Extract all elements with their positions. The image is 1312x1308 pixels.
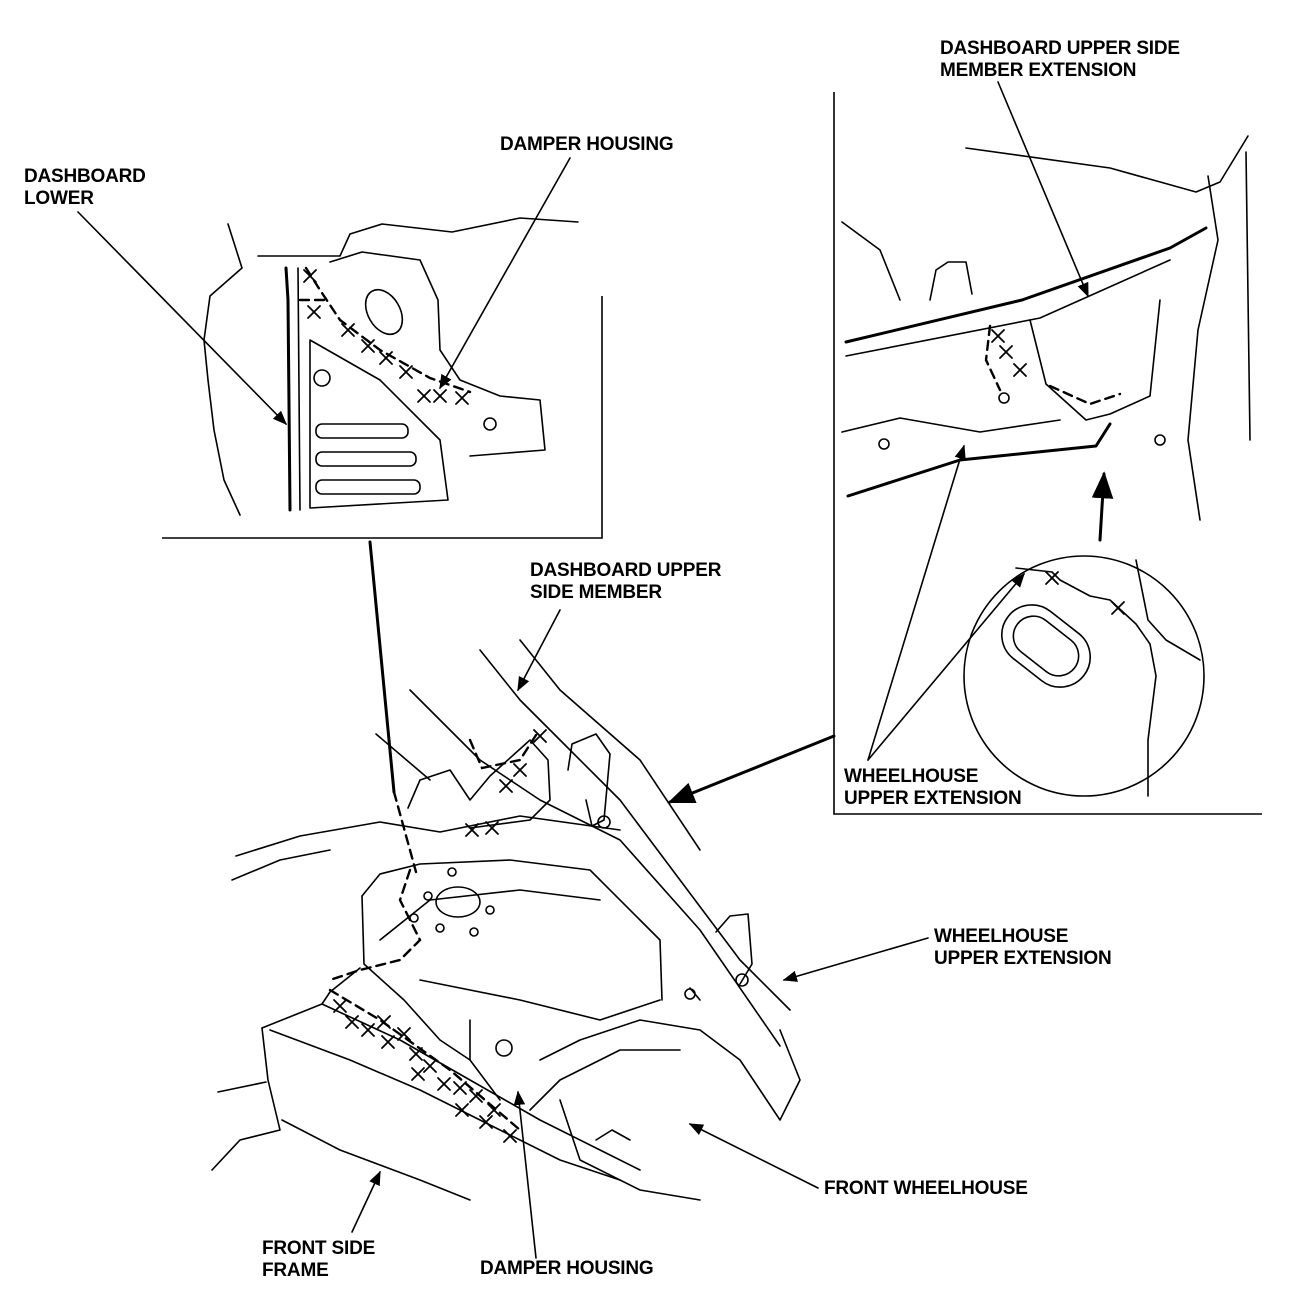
- leader-wheelhouse-upper-extension-inset-b: [867, 572, 1025, 761]
- leader-circle-to-seam: [1091, 471, 1114, 542]
- inset-slot-hole: [364, 288, 404, 336]
- main-upper-weld-marks: [465, 729, 547, 837]
- label-wheelhouse-upper-extension-inset: WHEELHOUSE UPPER EXTENSION: [844, 766, 1022, 809]
- inset-frame-right: [833, 92, 1262, 815]
- leader-wheelhouse-upper-extension-main: [782, 937, 929, 982]
- leader-right-inset-to-main: [667, 734, 836, 804]
- strut-mount-hole: [435, 886, 481, 918]
- leader-wheelhouse-upper-extension-inset-a: [867, 444, 966, 761]
- inset-pillar-line: [284, 266, 292, 512]
- inset-side-member-top: [844, 226, 1208, 344]
- inset-ribbed-panel: [309, 339, 449, 509]
- clip-lower: [715, 913, 753, 985]
- inset-outline: [203, 223, 243, 516]
- front-wheelhouse-arch: [539, 1019, 801, 1121]
- inset-clip: [929, 261, 973, 301]
- leader-dashboard-upper-side-member: [517, 609, 561, 692]
- inset-right-weld-marks: [991, 329, 1027, 377]
- inset-weld-seam: [304, 266, 472, 394]
- inset-weld-marks: [303, 269, 469, 405]
- inset-damper-housing-detail: [77, 157, 603, 539]
- leader-front-wheelhouse: [688, 1123, 819, 1189]
- leader-dashboard-lower: [77, 211, 288, 426]
- main-lower-weld-marks: [333, 999, 517, 1143]
- inset-extension-bracket: [1029, 299, 1161, 421]
- inset-dashboard-upper-side-member-detail: [833, 81, 1262, 815]
- label-damper-housing-bottom: DAMPER HOUSING: [480, 1258, 654, 1279]
- label-front-wheelhouse: FRONT WHEELHOUSE: [824, 1178, 1028, 1199]
- inset-frame-left: [162, 296, 603, 539]
- dashboard-upper-side-member-gusset: [407, 739, 551, 829]
- magnified-slot-hole: [1001, 604, 1091, 688]
- leader-damper-housing-bottom: [513, 1090, 537, 1259]
- label-damper-housing-top: DAMPER HOUSING: [500, 134, 674, 155]
- upper-side-member: [479, 649, 791, 1011]
- label-front-side-frame: FRONT SIDE FRAME: [262, 1238, 376, 1281]
- label-dashboard-upper-side-member: DASHBOARD UPPER SIDE MEMBER: [530, 560, 722, 603]
- label-dashboard-lower: DASHBOARD LOWER: [24, 166, 146, 209]
- main-front-body-assembly: [211, 540, 929, 1259]
- leader-dashboard-upper-side-member-extension: [997, 81, 1089, 298]
- inset-wheelhouse-seam: [846, 422, 1112, 498]
- leader-front-side-frame: [351, 1170, 381, 1233]
- front-side-frame-top: [261, 967, 361, 1029]
- inset-upper-edge: [257, 217, 579, 257]
- damper-housing-top-face: [361, 859, 663, 1001]
- leader-inset-to-main: [368, 540, 396, 794]
- label-wheelhouse-upper-extension-main: WHEELHOUSE UPPER EXTENSION: [934, 926, 1112, 969]
- leader-damper-housing-top: [439, 157, 571, 390]
- label-dashboard-upper-side-member-extension: DASHBOARD UPPER SIDE MEMBER EXTENSION: [940, 38, 1180, 81]
- clip-upper: [567, 733, 611, 827]
- magnified-detail-circle: [963, 555, 1205, 797]
